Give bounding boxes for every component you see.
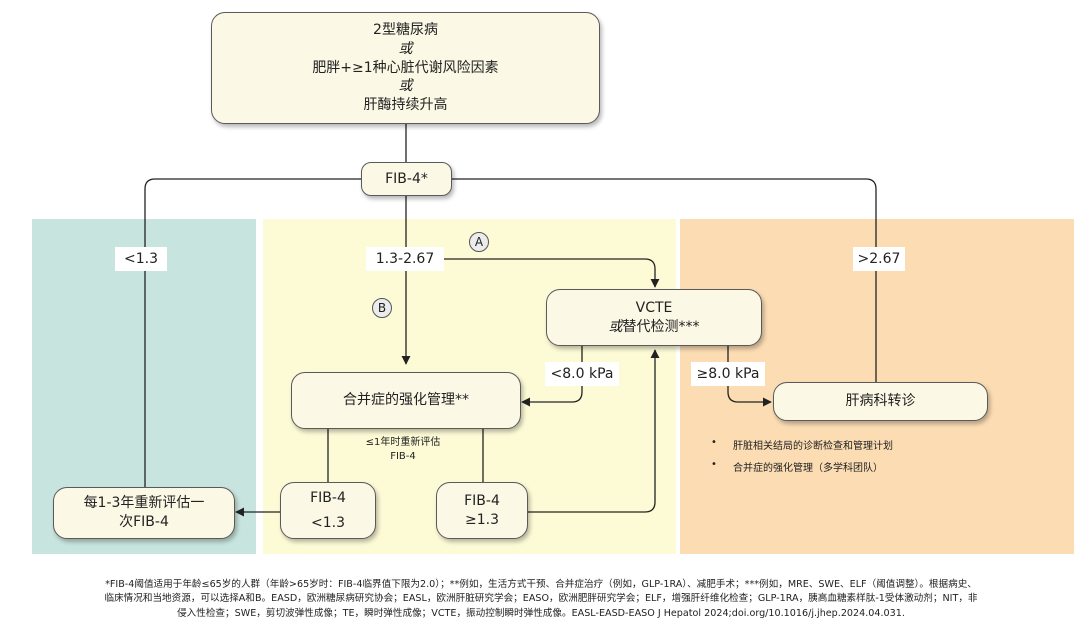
alternative-test-text: 替代检测*** <box>622 318 700 335</box>
or-text: 或 <box>608 318 623 335</box>
reassess-interval-note: ≤1年时重新评估 FIB-4 <box>365 437 441 462</box>
low-threshold-label: <1.3 <box>115 247 167 271</box>
fib4-high-result-box: FIB-4 ≥1.3 <box>436 482 528 539</box>
high-threshold-label: >2.67 <box>853 247 905 271</box>
fib4-low-result-box: FIB-4 <1.3 <box>280 482 376 539</box>
or-text: 或 <box>398 78 413 95</box>
list-item: •合并症的强化管理（多学科团队） <box>711 459 883 474</box>
footnote: *FIB-4阈值适用于年龄≤65岁的人群（年龄>65岁时：FIB-4临界值下限为… <box>104 579 978 619</box>
hepatology-referral-text: 肝病科转诊 <box>845 393 916 410</box>
fib4-label: FIB-4* <box>385 170 428 187</box>
pathway-a-marker: A <box>469 232 489 252</box>
periodic-reassessment-box: 每1-3年重新评估一 次FIB-4 <box>53 487 235 539</box>
vcte-low-label: <8.0 kPa <box>545 362 619 386</box>
referral-bullet-list: •肝脏相关结局的诊断检查和管理计划 •合并症的强化管理（多学科团队） <box>711 437 1051 481</box>
inclusion-criteria-box: 2型糖尿病 或 肥胖+≥1种心脏代谢风险因素 或 肝酶持续升高 <box>211 12 600 124</box>
pathway-b-marker: B <box>372 298 392 318</box>
comorbidity-management-box: 合并症的强化管理** <box>291 372 521 429</box>
comorbidity-management-text: 合并症的强化管理** <box>343 392 469 409</box>
criteria-liver-enzymes: 肝酶持续升高 <box>363 97 448 114</box>
intermediate-threshold-label: 1.3-2.67 <box>366 247 444 271</box>
vcte-box: VCTE 或替代检测*** <box>546 289 762 346</box>
criteria-obesity: 肥胖+≥1种心脏代谢风险因素 <box>312 59 499 76</box>
vcte-high-label: ≥8.0 kPa <box>691 362 765 386</box>
fib4-box: FIB-4* <box>361 162 452 196</box>
vcte-title: VCTE <box>635 299 673 316</box>
criteria-diabetes: 2型糖尿病 <box>373 21 438 38</box>
list-item: •肝脏相关结局的诊断检查和管理计划 <box>711 437 893 452</box>
hepatology-referral-box: 肝病科转诊 <box>773 382 988 421</box>
or-text: 或 <box>398 40 413 57</box>
